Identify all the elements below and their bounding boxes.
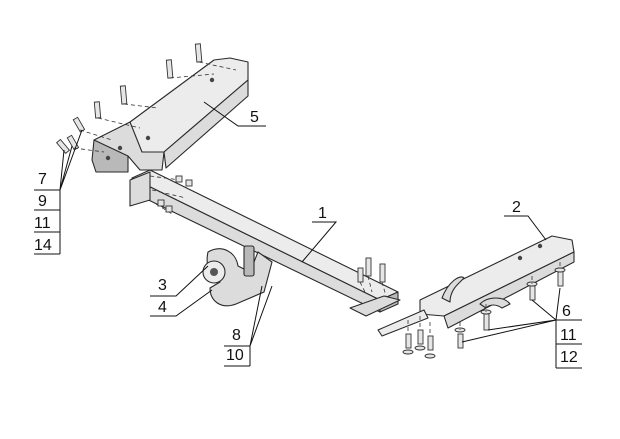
main-crossbeam bbox=[129, 169, 401, 317]
beam-end-fasteners bbox=[402, 316, 436, 359]
callout-11-right: 11 bbox=[560, 327, 577, 344]
right-mounting-bracket bbox=[377, 235, 575, 337]
right-bracket-fasteners bbox=[454, 262, 566, 349]
beam-end-bolts bbox=[357, 257, 387, 297]
callout-1: 1 bbox=[318, 205, 327, 222]
callout-12: 12 bbox=[560, 349, 578, 366]
callout-10: 10 bbox=[226, 347, 244, 364]
left-mounting-bracket bbox=[91, 57, 249, 173]
callout-9: 9 bbox=[38, 193, 47, 210]
callout-8: 8 bbox=[232, 327, 241, 344]
callout-14: 14 bbox=[34, 237, 52, 254]
callout-3: 3 bbox=[158, 277, 167, 294]
callout-6: 6 bbox=[562, 303, 571, 320]
callout-leaders bbox=[34, 101, 582, 369]
callout-11-left: 11 bbox=[34, 215, 51, 232]
callout-7: 7 bbox=[38, 171, 47, 188]
callout-2: 2 bbox=[512, 199, 521, 216]
tow-ball-assembly bbox=[202, 245, 273, 307]
callout-5: 5 bbox=[250, 109, 259, 126]
callout-4: 4 bbox=[158, 299, 167, 316]
